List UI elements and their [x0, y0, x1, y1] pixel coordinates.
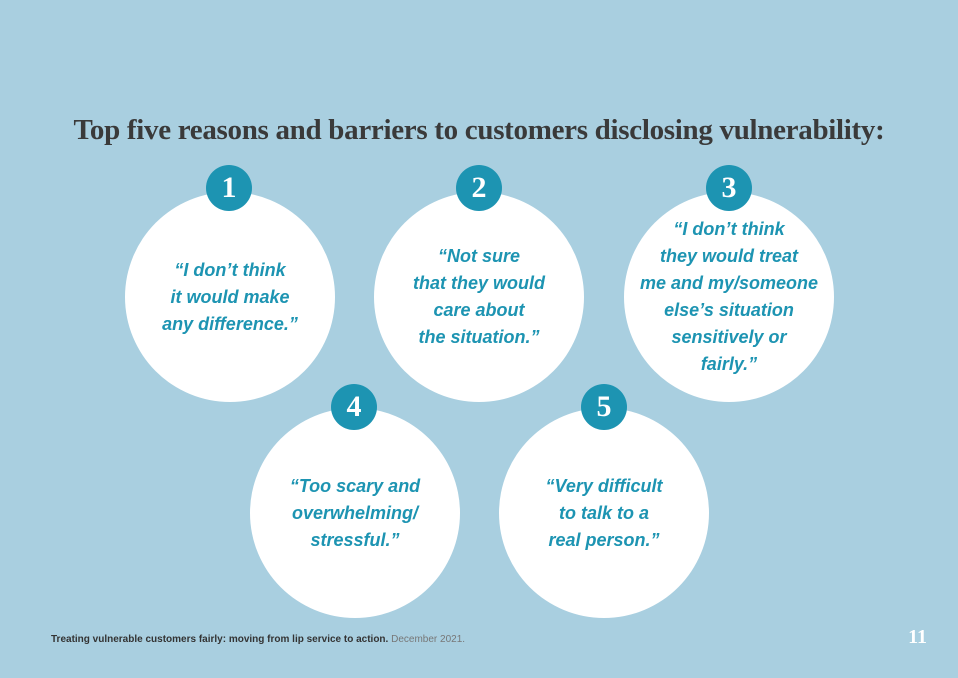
reason-circle-4: “Too scary and overwhelming/ stressful.”: [250, 408, 460, 618]
reason-circle-3: “I don’t think they would treat me and m…: [624, 192, 834, 402]
reason-quote: “Very difficult to talk to a real person…: [545, 475, 663, 550]
reason-quote: “I don’t think they would treat me and m…: [639, 219, 819, 374]
footer-citation: Treating vulnerable customers fairly: mo…: [51, 634, 465, 645]
footer-date: December 2021.: [391, 634, 466, 645]
number-badge-1: 1: [206, 165, 252, 211]
page-title: Top five reasons and barriers to custome…: [73, 114, 885, 146]
number-badge-4: 4: [331, 384, 377, 430]
footer-source: Treating vulnerable customers fairly: mo…: [51, 634, 389, 645]
reason-circle-2: “Not sure that they would care about the…: [374, 192, 584, 402]
reason-circle-5: “Very difficult to talk to a real person…: [499, 408, 709, 618]
number-badge-2: 2: [456, 165, 502, 211]
number-badge-3: 3: [706, 165, 752, 211]
reason-quote: “Too scary and overwhelming/ stressful.”: [289, 475, 421, 550]
reason-circle-1: “I don’t think it would make any differe…: [125, 192, 335, 402]
page-number: 11: [908, 626, 927, 648]
reason-quote: “Not sure that they would care about the…: [413, 246, 545, 347]
reason-quote: “I don’t think it would make any differe…: [162, 259, 298, 334]
number-badge-5: 5: [581, 384, 627, 430]
